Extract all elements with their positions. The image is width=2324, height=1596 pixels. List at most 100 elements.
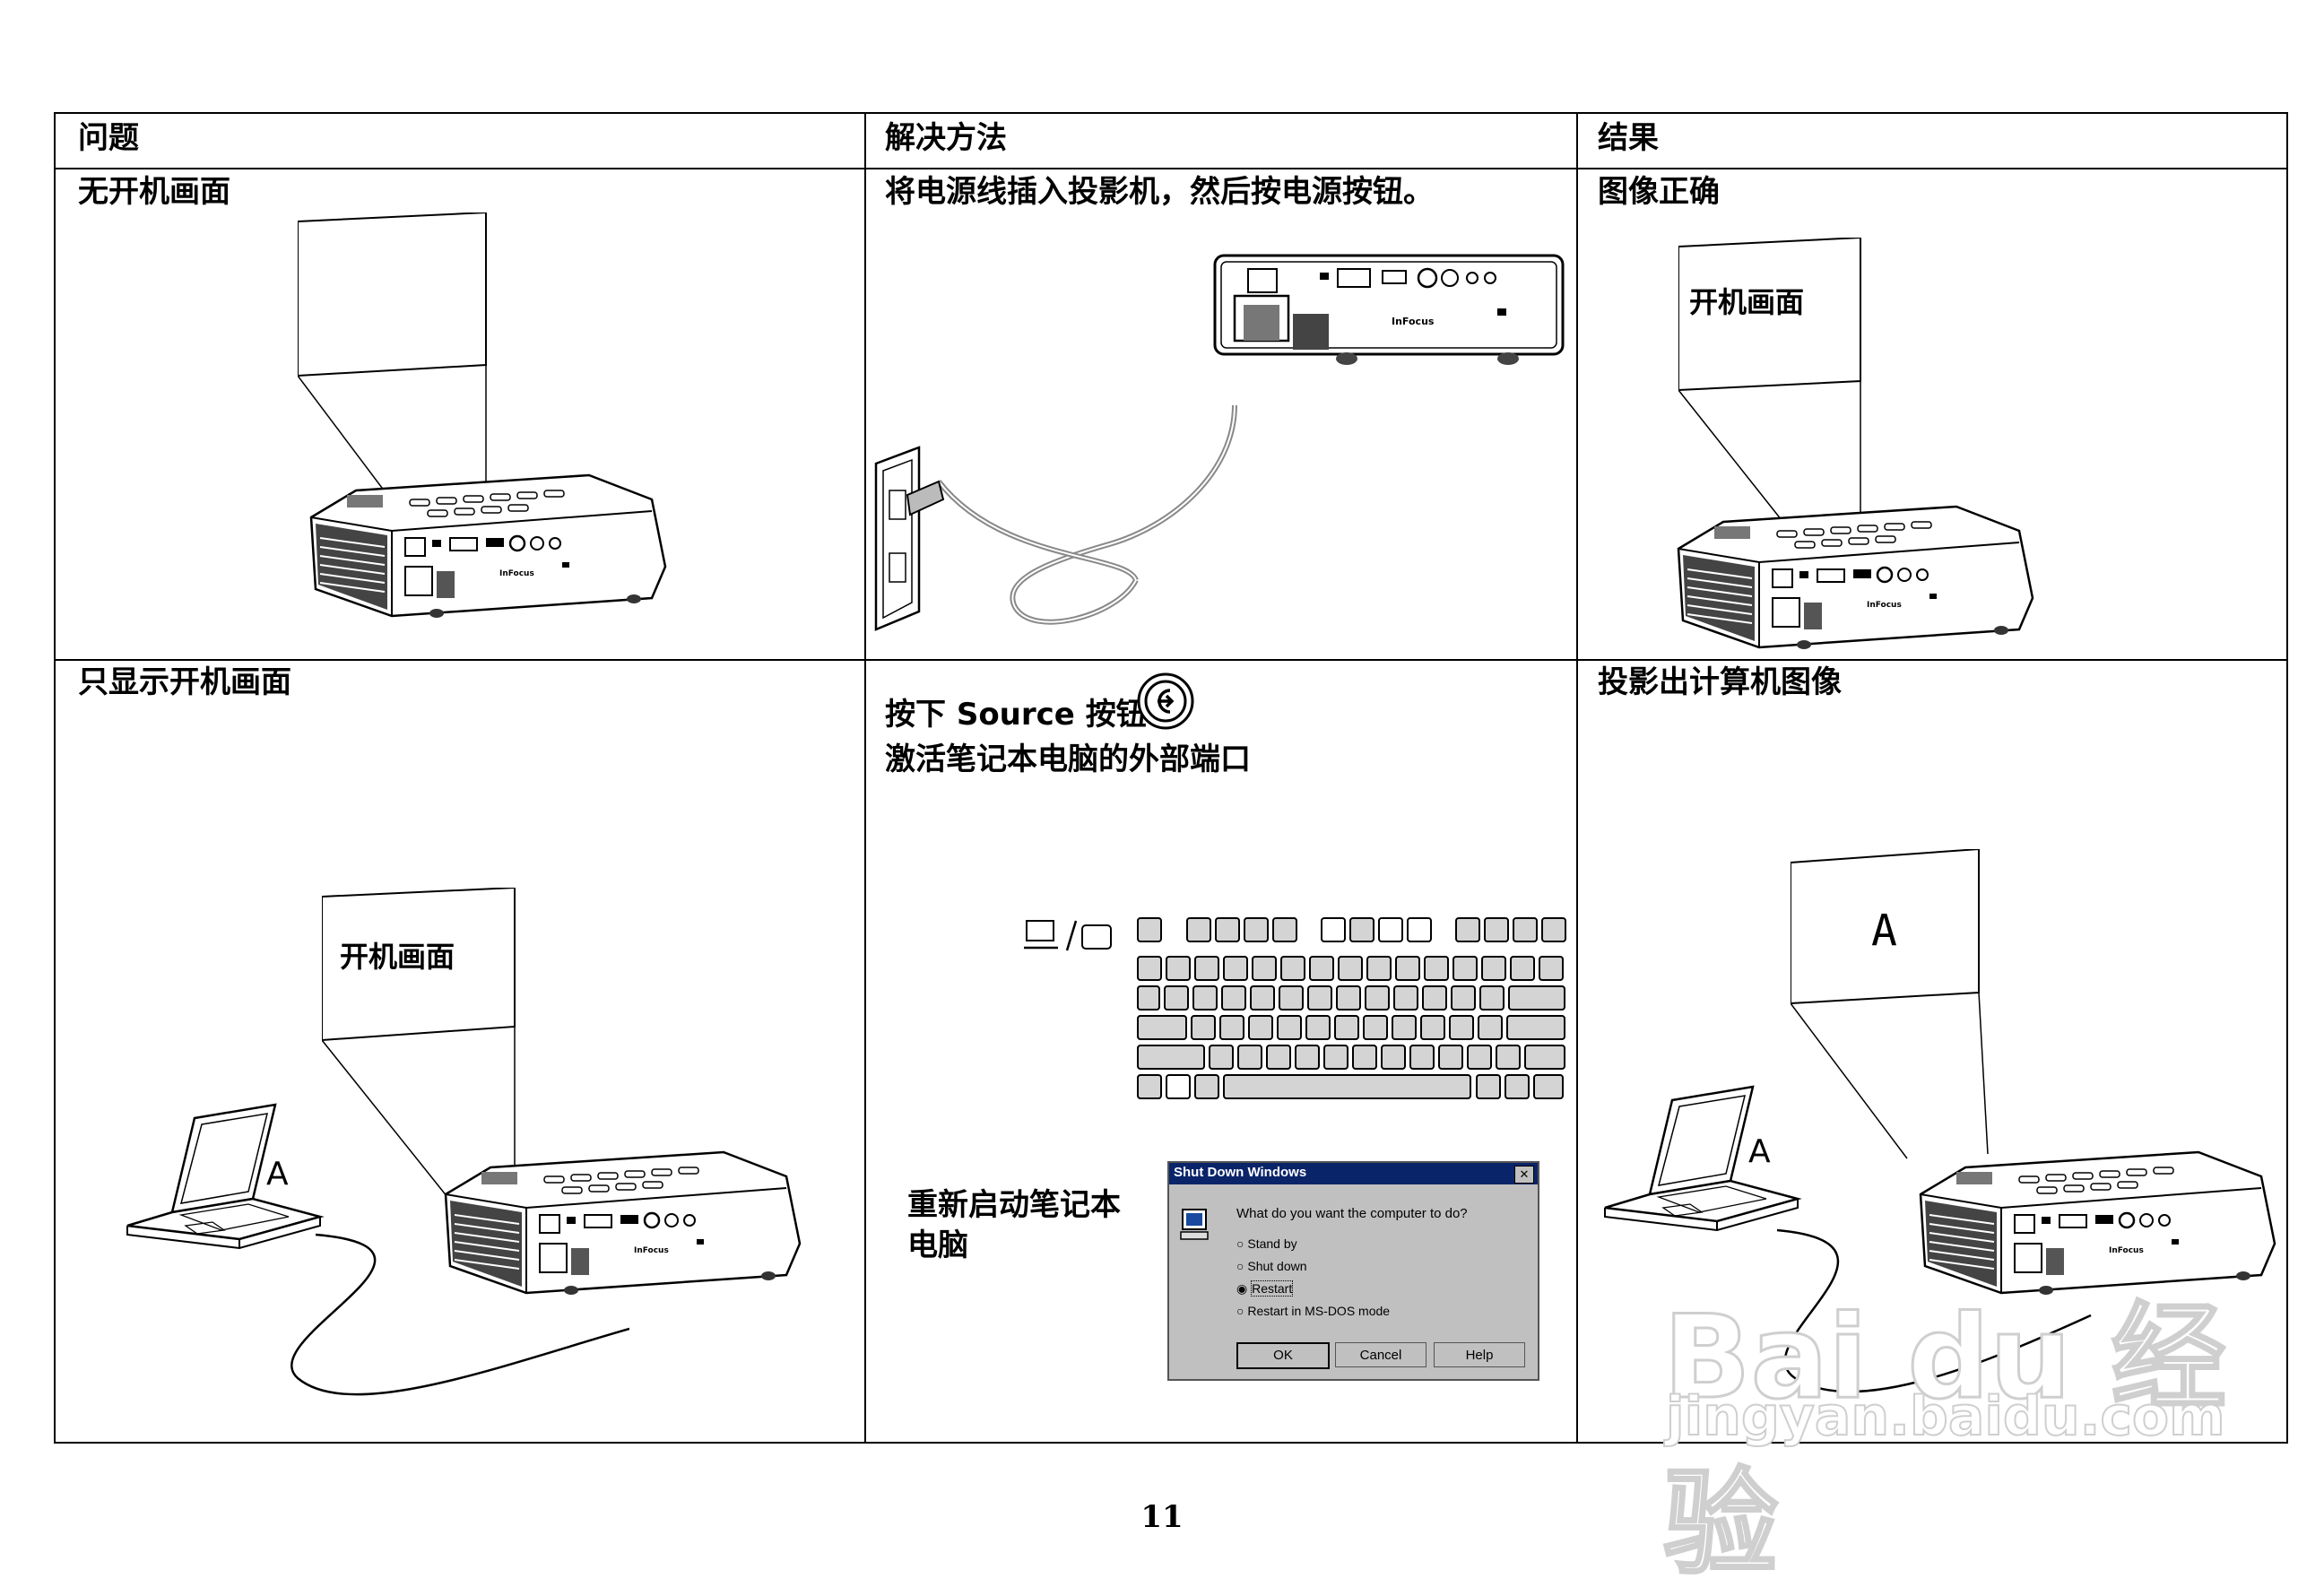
keyboard-key bbox=[1366, 956, 1392, 981]
keyboard-key bbox=[1365, 985, 1390, 1011]
keyboard-key bbox=[1381, 1045, 1406, 1070]
keyboard-key bbox=[1323, 1045, 1348, 1070]
keyboard-key bbox=[1266, 1045, 1291, 1070]
keyboard-key bbox=[1352, 1045, 1377, 1070]
radio-stand-by[interactable]: ○ Stand by bbox=[1236, 1236, 1297, 1251]
video-cable bbox=[1723, 1226, 2100, 1427]
keyboard-key bbox=[1186, 917, 1211, 942]
keyboard-key bbox=[1272, 917, 1297, 942]
keyboard-key bbox=[1513, 917, 1538, 942]
row2-solution-line1: 按下 Source 按钮 bbox=[885, 697, 1147, 733]
radio-circle[interactable]: ○ bbox=[1236, 1259, 1244, 1273]
keyboard-key bbox=[1533, 1074, 1564, 1099]
keyboard-key bbox=[1237, 1045, 1262, 1070]
dialog-titlebar bbox=[1169, 1163, 1538, 1184]
keyboard-key bbox=[1221, 985, 1246, 1011]
keyboard-key bbox=[1392, 1015, 1417, 1040]
row2-problem: 只显示开机画面 bbox=[78, 664, 291, 700]
keyboard-key bbox=[1481, 956, 1506, 981]
keyboard-key bbox=[1422, 985, 1447, 1011]
keyboard-key bbox=[1395, 956, 1420, 981]
projected-letter: A bbox=[1871, 906, 1897, 956]
row1-solution: 将电源线插入投影机，然后按电源按钮。 bbox=[885, 174, 1434, 210]
keyboard-key bbox=[1484, 917, 1509, 942]
keyboard-key bbox=[1194, 956, 1219, 981]
computer-image-illustration bbox=[1790, 847, 2024, 1167]
header-solution: 解决方法 bbox=[885, 120, 1007, 156]
startup-screen-label: 开机画面 bbox=[1689, 285, 1805, 319]
keyboard-key bbox=[1248, 1015, 1273, 1040]
keyboard-key-highlighted bbox=[1378, 917, 1403, 942]
keyboard-key bbox=[1137, 1015, 1187, 1040]
radio-circle-selected[interactable]: ◉ bbox=[1236, 1281, 1248, 1296]
dialog-title: Shut Down Windows bbox=[1174, 1165, 1307, 1180]
laptop bbox=[1596, 1082, 1811, 1238]
help-button[interactable]: Help bbox=[1434, 1342, 1525, 1367]
keyboard-key-highlighted bbox=[1166, 1074, 1191, 1099]
keyboard-key bbox=[1479, 985, 1505, 1011]
keyboard-key bbox=[1510, 956, 1535, 981]
keyboard-key bbox=[1280, 956, 1305, 981]
keyboard-key bbox=[1137, 1074, 1162, 1099]
keyboard-key bbox=[1295, 1045, 1320, 1070]
row2-result: 投影出计算机图像 bbox=[1598, 664, 1842, 700]
keyboard-key-highlighted bbox=[1321, 917, 1346, 942]
keyboard-key bbox=[1524, 1045, 1565, 1070]
keyboard-key bbox=[1309, 956, 1334, 981]
keyboard-key bbox=[1137, 956, 1162, 981]
keyboard-key bbox=[1250, 985, 1275, 1011]
keyboard-key bbox=[1244, 917, 1269, 942]
radio-restart[interactable]: ◉ Restart bbox=[1236, 1280, 1294, 1297]
keyboard-key-highlighted bbox=[1407, 917, 1432, 942]
keyboard-key bbox=[1393, 985, 1418, 1011]
dialog-question: What do you want the computer to do? bbox=[1236, 1206, 1468, 1221]
radio-circle[interactable]: ○ bbox=[1236, 1236, 1244, 1251]
column-divider bbox=[1576, 114, 1578, 1442]
keyboard-key bbox=[1305, 1015, 1331, 1040]
ok-button[interactable]: OK bbox=[1236, 1342, 1330, 1369]
keyboard-key bbox=[1219, 1015, 1244, 1040]
header-result: 结果 bbox=[1598, 120, 1659, 156]
radio-restart-msdos[interactable]: ○ Restart in MS-DOS mode bbox=[1236, 1304, 1391, 1318]
row2-solution-line3b: 电脑 bbox=[907, 1227, 968, 1263]
keyboard-key bbox=[1452, 956, 1478, 981]
keyboard-key bbox=[1307, 985, 1332, 1011]
projector bbox=[1661, 499, 2037, 655]
keyboard-key bbox=[1424, 956, 1449, 981]
keyboard-key bbox=[1539, 956, 1564, 981]
column-divider bbox=[864, 114, 866, 1442]
keyboard-key bbox=[1215, 917, 1240, 942]
shutdown-dialog: Shut Down Windows ✕ What do you want the… bbox=[1167, 1161, 1539, 1381]
dialog-options: ○ Stand by ○ Shut down ◉ Restart ○ Resta… bbox=[1236, 1233, 1390, 1323]
display-toggle-icon bbox=[1024, 916, 1114, 965]
keyboard-key bbox=[1363, 1015, 1388, 1040]
keyboard bbox=[1136, 916, 1566, 1113]
keyboard-key bbox=[1338, 956, 1363, 981]
keyboard-key bbox=[1506, 1015, 1565, 1040]
keyboard-key bbox=[1164, 985, 1189, 1011]
source-button-icon bbox=[1136, 672, 1195, 734]
keyboard-key bbox=[1209, 1045, 1234, 1070]
radio-circle[interactable]: ○ bbox=[1236, 1304, 1244, 1318]
row-divider bbox=[56, 659, 2286, 661]
keyboard-key bbox=[1349, 917, 1374, 942]
laptop-screen-letter: A bbox=[266, 1156, 289, 1193]
keyboard-key bbox=[1409, 1045, 1435, 1070]
svg-text:InFocus: InFocus bbox=[1392, 316, 1435, 327]
radio-shut-down[interactable]: ○ Shut down bbox=[1236, 1259, 1307, 1273]
keyboard-key bbox=[1279, 985, 1304, 1011]
keyboard-key bbox=[1334, 1015, 1359, 1040]
keyboard-key bbox=[1252, 956, 1277, 981]
cancel-button[interactable]: Cancel bbox=[1335, 1342, 1426, 1367]
keyboard-key bbox=[1451, 985, 1476, 1011]
dialog-close-button[interactable]: ✕ bbox=[1514, 1166, 1534, 1184]
keyboard-key bbox=[1420, 1015, 1445, 1040]
troubleshooting-table: 问题 解决方法 结果 无开机画面 将电源线插入投影机，然后按电源按钮。 图像正确… bbox=[54, 112, 2288, 1444]
keyboard-key bbox=[1496, 1045, 1521, 1070]
projector-rear-panel: InFocus bbox=[1212, 253, 1566, 382]
keyboard-key bbox=[1137, 985, 1160, 1011]
keyboard-key bbox=[1194, 1074, 1219, 1099]
page-number: 11 bbox=[1140, 1499, 1184, 1535]
video-cable bbox=[253, 1230, 630, 1431]
keyboard-key bbox=[1438, 1045, 1463, 1070]
